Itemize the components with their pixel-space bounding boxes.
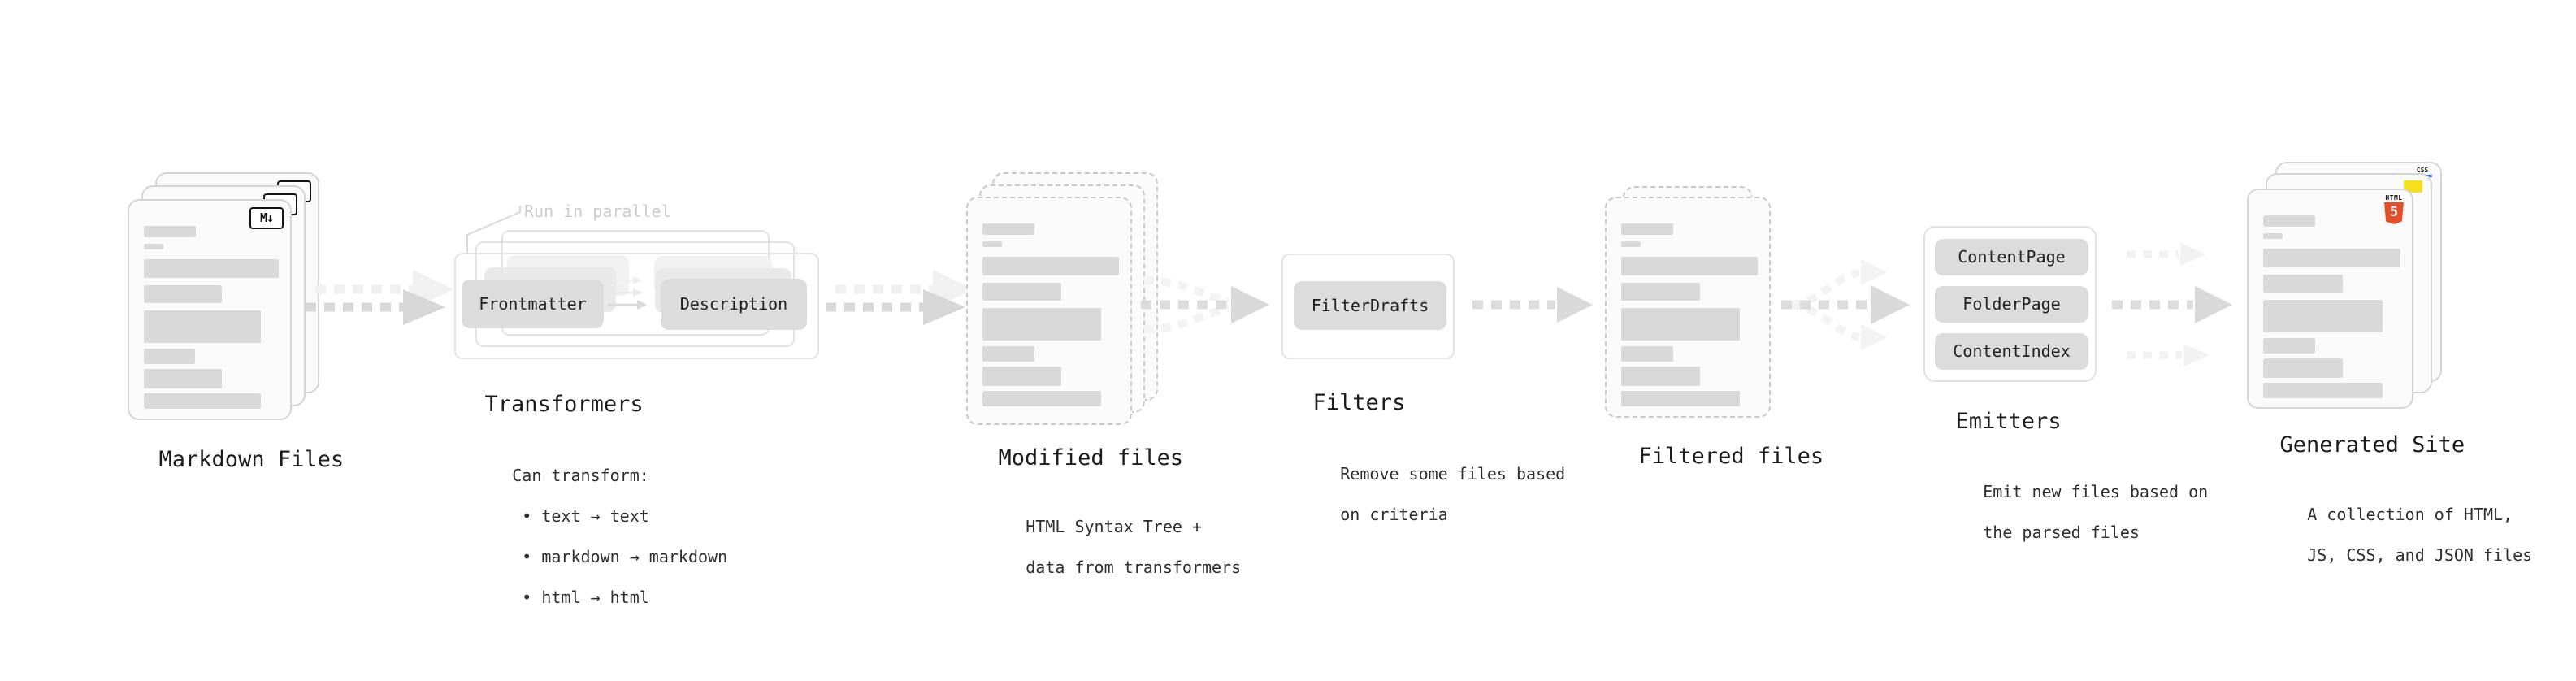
- markdown-files-caption: Markdown Files: [128, 432, 345, 488]
- arrow-emitters-to-generated: [2112, 243, 2232, 367]
- modified-file-card-front: [966, 197, 1132, 425]
- doc-line: [1621, 257, 1758, 275]
- doc-line: [2263, 249, 2400, 267]
- html5-shield: 5: [2384, 202, 2404, 224]
- html-file-card: HTML 5: [2247, 189, 2413, 409]
- doc-line: [2263, 215, 2315, 227]
- contentpage-pill: ContentPage: [1935, 239, 2088, 275]
- node-title-emitters: Emitters: [1955, 409, 2062, 434]
- doc-line: [144, 244, 163, 249]
- transformers-desc-intro: Can transform:: [512, 466, 649, 485]
- doc-line: [982, 283, 1062, 301]
- frontmatter-pill: Frontmatter: [462, 280, 604, 328]
- modified-files-stack: [966, 172, 1161, 428]
- parallel-arrows-icon: [608, 276, 647, 310]
- html5-label: HTML: [2385, 194, 2403, 202]
- doc-content-placeholder: [982, 198, 1119, 406]
- emitters-desc-line: the parsed files: [1983, 523, 2140, 542]
- arrow-transformers-to-modified: [826, 270, 974, 325]
- filters-desc-line: on criteria: [1340, 505, 1448, 524]
- generated-desc-line: A collection of HTML,: [2307, 505, 2513, 524]
- filters-caption: Filters Remove some files based on crite…: [1281, 375, 1566, 576]
- transformer-run-box-front: [454, 253, 819, 359]
- description-pill: Description: [661, 279, 807, 330]
- doc-line: [144, 310, 262, 343]
- doc-line: [2263, 383, 2383, 398]
- doc-line: [1621, 308, 1741, 340]
- filtered-file-card-front: [1605, 197, 1771, 418]
- emitters-box: ContentPage FolderPage ContentIndex: [1923, 226, 2097, 382]
- node-title-modified: Modified files: [998, 445, 1184, 471]
- filtered-files-caption: Filtered files: [1607, 428, 1824, 485]
- arrow-markdown-to-transformers: [306, 270, 453, 325]
- doc-line: [2263, 300, 2383, 332]
- doc-line: [2263, 233, 2283, 239]
- modified-files-caption: Modified files HTML Syntax Tree + data f…: [967, 430, 1242, 629]
- markdown-icon: M↓: [249, 207, 284, 229]
- folderpage-pill: FolderPage: [1935, 286, 2088, 323]
- doc-line: [982, 391, 1102, 406]
- doc-line: [1621, 241, 1641, 247]
- node-title-generated: Generated Site: [2279, 432, 2465, 458]
- doc-line: [2263, 358, 2344, 378]
- arrow-filters-to-filtered: [1472, 287, 1593, 323]
- doc-line: [2263, 275, 2344, 293]
- generated-desc-line: JS, CSS, and JSON files: [2307, 545, 2533, 565]
- html5-icon: HTML 5: [2383, 194, 2405, 224]
- generated-site-caption: Generated Site A collection of HTML, JS,…: [2249, 417, 2533, 617]
- doc-line: [982, 241, 1002, 247]
- doc-line: [144, 349, 196, 364]
- doc-line: [1621, 283, 1701, 301]
- doc-line: [982, 223, 1034, 235]
- filters-box: FilterDrafts: [1281, 254, 1455, 359]
- doc-line: [144, 369, 223, 388]
- filtered-files-stack: [1605, 186, 1800, 430]
- doc-line: [144, 226, 196, 237]
- contentindex-pill: ContentIndex: [1935, 333, 2088, 370]
- arrow-modified-to-filters: [1141, 276, 1269, 333]
- markdown-file-card-front: M↓: [128, 199, 292, 420]
- transformers-bullet: • text → text: [522, 506, 649, 526]
- doc-line: [982, 346, 1034, 362]
- markdown-files-stack: M↓ M↓ M↓: [128, 172, 323, 424]
- css-label: CSS: [2416, 167, 2429, 174]
- node-title-markdown: Markdown Files: [158, 447, 345, 472]
- node-title-filters: Filters: [1312, 390, 1406, 415]
- doc-line: [1621, 391, 1741, 406]
- doc-line: [982, 257, 1119, 275]
- node-title-filtered: Filtered files: [1638, 444, 1824, 469]
- doc-line: [144, 285, 223, 303]
- doc-content-placeholder: [2263, 190, 2400, 398]
- filterdrafts-pill: FilterDrafts: [1294, 281, 1446, 330]
- transformers-caption: Transformers Can transform: • text → tex…: [453, 376, 728, 659]
- doc-content-placeholder: [1621, 198, 1758, 406]
- doc-content-placeholder: [144, 201, 279, 409]
- emitters-desc-line: Emit new files based on: [1983, 482, 2209, 501]
- js-icon: [2404, 180, 2422, 193]
- modified-desc-line: HTML Syntax Tree +: [1026, 517, 1202, 536]
- doc-line: [144, 259, 279, 278]
- arrow-filtered-to-emitters: [1781, 259, 1910, 350]
- modified-desc-line: data from transformers: [1026, 557, 1242, 577]
- run-in-parallel-annotation: Run in parallel: [524, 202, 671, 221]
- doc-line: [982, 367, 1062, 386]
- doc-line: [982, 308, 1102, 340]
- emitters-caption: Emitters Emit new files based on the par…: [1924, 393, 2209, 594]
- annotation-leader-line: [466, 206, 521, 253]
- generated-site-stack: CSS HTML 5: [2247, 162, 2446, 414]
- node-title-transformers: Transformers: [484, 392, 644, 417]
- filters-desc-line: Remove some files based: [1340, 464, 1566, 484]
- doc-line: [2263, 338, 2316, 354]
- doc-line: [1621, 223, 1673, 235]
- transformers-bullet: • html → html: [522, 588, 649, 607]
- doc-line: [144, 393, 262, 409]
- doc-line: [1621, 367, 1701, 386]
- doc-line: [1621, 346, 1673, 362]
- transformers-bullet: • markdown → markdown: [522, 547, 728, 566]
